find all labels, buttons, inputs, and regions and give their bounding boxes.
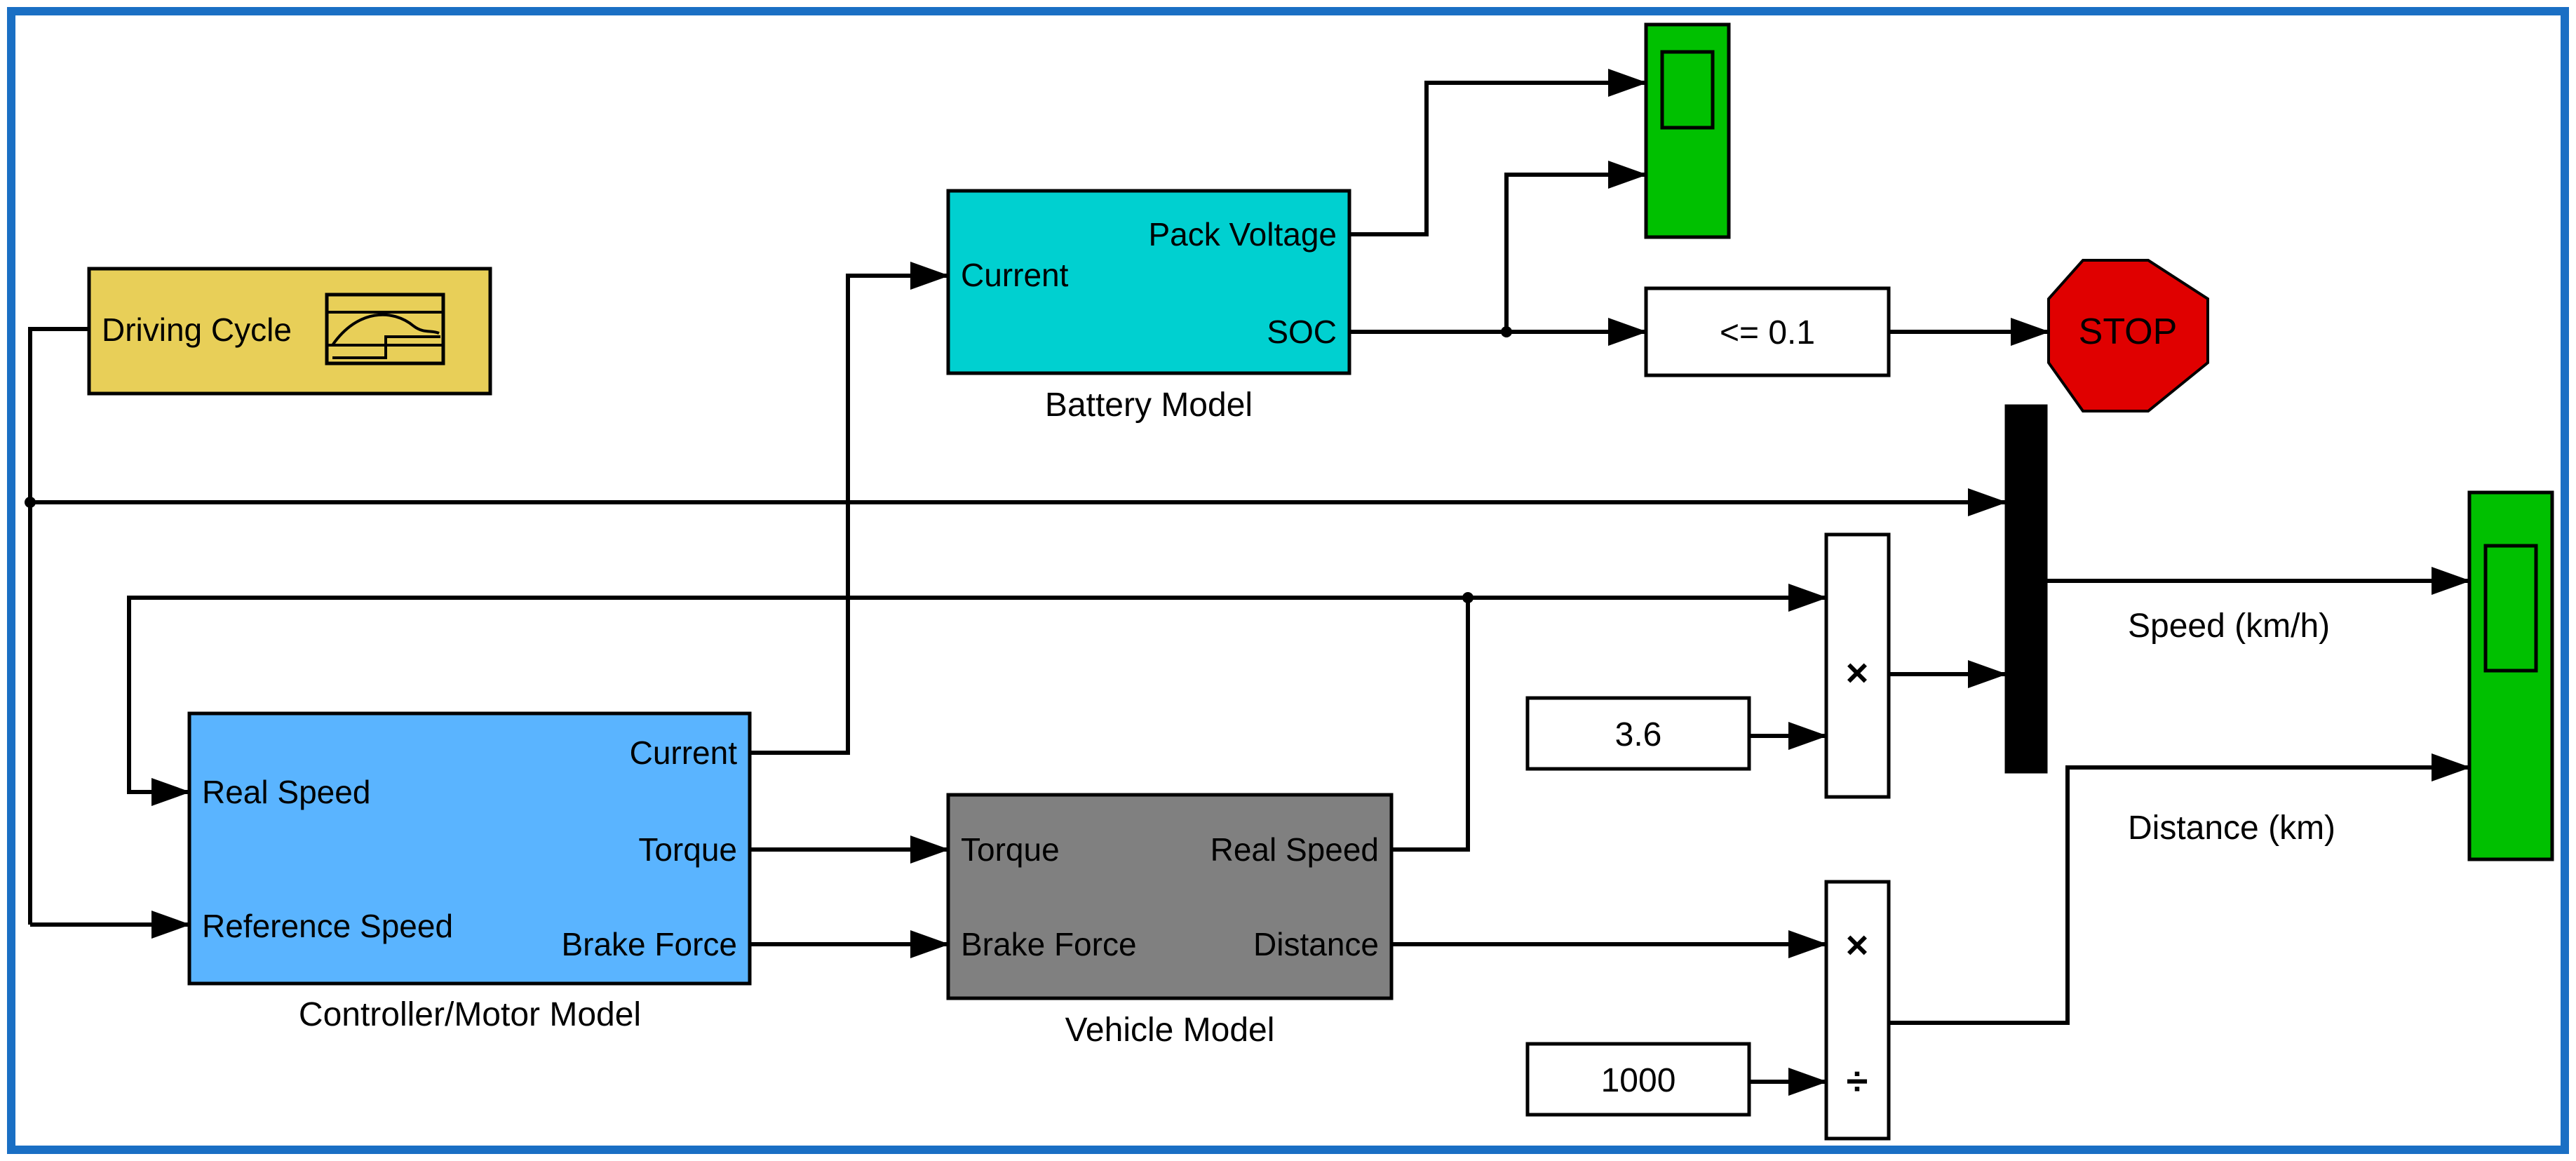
vehicle-port-distance: Distance [1253, 926, 1379, 962]
wire-soc-to-scope[interactable] [1504, 161, 1647, 332]
wire-feedback-real-speed[interactable] [127, 596, 1468, 806]
stop-label: STOP [2079, 311, 2178, 352]
divide-op-divide: ÷ [1847, 1059, 1868, 1103]
scope-top-block[interactable] [1644, 22, 1731, 239]
vehicle-port-brake-force: Brake Force [961, 926, 1137, 962]
battery-port-pack-voltage: Pack Voltage [1148, 216, 1337, 253]
controller-port-real-speed: Real Speed [202, 774, 370, 810]
wire-divide-to-scope[interactable] [1889, 753, 2471, 1025]
controller-port-reference-speed: Reference Speed [202, 908, 453, 944]
signal-label-distance: Distance (km) [2128, 810, 2335, 847]
signal-lines [28, 69, 2471, 1096]
controller-port-brake-force: Brake Force [561, 926, 737, 962]
scope-top-screen [1660, 50, 1715, 130]
controller-motor-block[interactable]: Real Speed Reference Speed Current Torqu… [187, 711, 752, 986]
branch-point-reference [25, 497, 36, 508]
divide-distance-block[interactable]: × ÷ [1824, 880, 1891, 1141]
constant-3-6-label: 3.6 [1615, 716, 1662, 753]
branch-point-soc [1501, 326, 1512, 337]
wire-pack-voltage[interactable] [1349, 69, 1647, 236]
driving-cycle-block[interactable]: Driving Cycle [87, 267, 492, 396]
stop-block[interactable]: STOP [2047, 259, 2209, 412]
constant-1000-block[interactable]: 1000 [1525, 1042, 1751, 1117]
battery-model-name: Battery Model [1045, 387, 1253, 424]
battery-port-soc: SOC [1267, 314, 1337, 350]
product-speed-op: × [1846, 650, 1869, 694]
vehicle-port-torque: Torque [961, 831, 1060, 868]
compare-label: <= 0.1 [1720, 314, 1815, 351]
driving-cycle-icon [325, 293, 445, 365]
scope-right-screen [2483, 544, 2538, 673]
controller-port-torque: Torque [638, 831, 737, 868]
vehicle-port-real-speed: Real Speed [1211, 831, 1379, 868]
branch-point-real-speed [1462, 592, 1474, 603]
product-speed-block[interactable]: × [1824, 532, 1891, 799]
vehicle-model-name: Vehicle Model [1065, 1012, 1275, 1049]
controller-model-name: Controller/Motor Model [299, 996, 641, 1033]
wire-vehicle-real-speed[interactable] [1391, 584, 1828, 852]
battery-block[interactable]: Current Pack Voltage SOC [946, 189, 1351, 375]
divide-op-multiply: × [1846, 922, 1869, 967]
vehicle-block[interactable]: Torque Brake Force Real Speed Distance [946, 793, 1394, 1000]
controller-port-current: Current [630, 734, 738, 771]
signal-label-speed: Speed (km/h) [2128, 608, 2330, 645]
battery-port-current: Current [961, 257, 1069, 293]
compare-block[interactable]: <= 0.1 [1644, 286, 1891, 377]
constant-3-6-block[interactable]: 3.6 [1525, 696, 1751, 771]
driving-cycle-label: Driving Cycle [102, 311, 292, 348]
constant-1000-label: 1000 [1601, 1062, 1676, 1099]
wire-current-to-battery[interactable] [750, 262, 950, 755]
mux-block[interactable] [2004, 404, 2048, 774]
model-frame [7, 7, 2569, 1154]
scope-right-block[interactable] [2467, 490, 2554, 861]
driving-cycle-trunk [28, 327, 89, 925]
